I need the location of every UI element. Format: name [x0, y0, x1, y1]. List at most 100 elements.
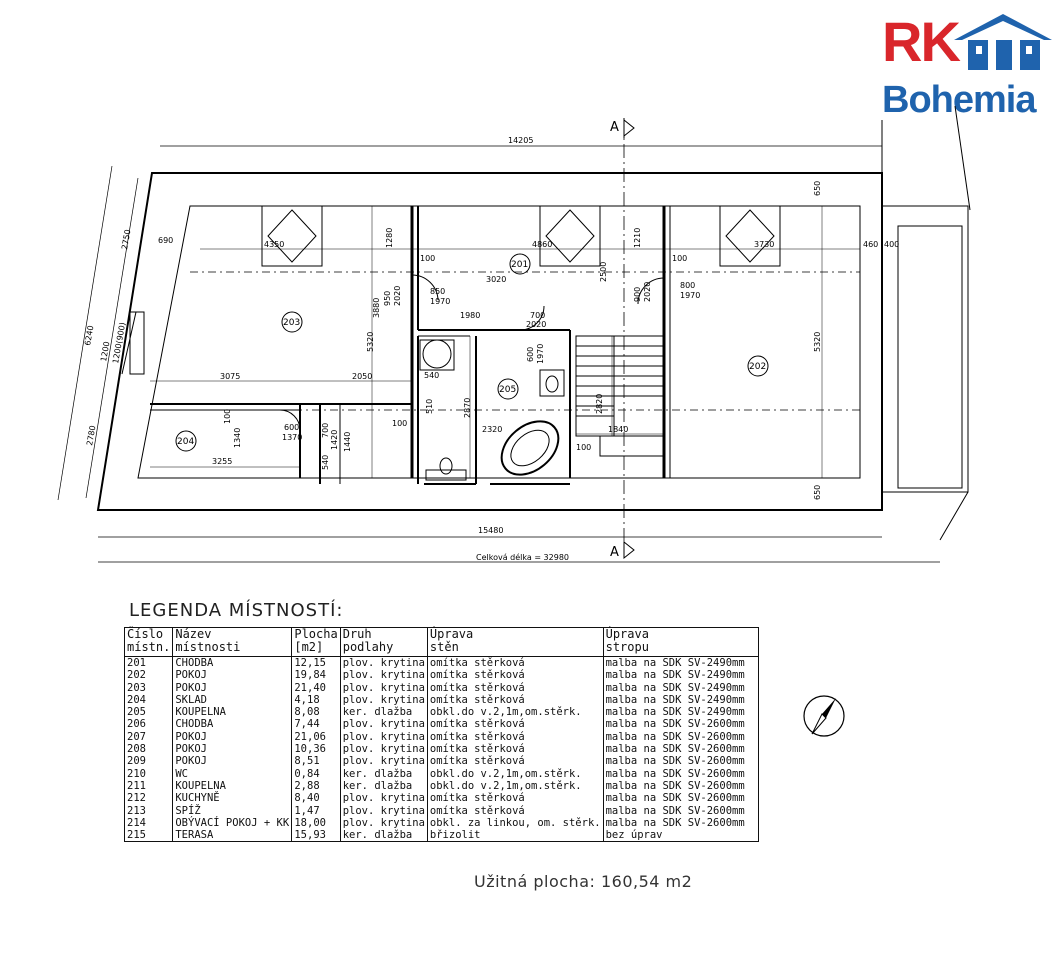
svg-text:4860: 4860: [532, 240, 552, 249]
legend-cell: 8,51: [291, 755, 341, 768]
svg-text:2020: 2020: [393, 286, 402, 306]
svg-text:5320: 5320: [366, 332, 375, 352]
svg-text:650: 650: [813, 181, 822, 196]
legend-cell: plov. krytina: [339, 669, 428, 682]
legend-cell: 2,88: [291, 779, 341, 793]
svg-text:3075: 3075: [220, 372, 240, 381]
svg-text:1970: 1970: [536, 344, 545, 364]
svg-text:100: 100: [392, 419, 407, 428]
skylight-203: [261, 205, 323, 267]
legend-cell: 205: [123, 706, 174, 719]
room-label-201: 201: [509, 253, 531, 275]
legend-cell: malba na SDK SV-2600mm: [602, 755, 759, 768]
svg-text:3880: 3880: [372, 298, 381, 318]
svg-text:3730: 3730: [754, 240, 774, 249]
legend-cell: malba na SDK SV-2600mm: [602, 743, 759, 756]
svg-text:100: 100: [576, 443, 591, 452]
svg-text:204: 204: [177, 437, 194, 447]
svg-text:1440: 1440: [343, 432, 352, 452]
skylight-202: [719, 205, 781, 267]
legend-cell: 8,08: [291, 706, 341, 719]
svg-text:5320: 5320: [813, 332, 822, 352]
svg-text:850: 850: [430, 287, 445, 296]
legend-cell: ker. dlažba: [339, 829, 428, 843]
legend-cell: plov. krytina: [339, 681, 428, 694]
legend-cell: plov. krytina: [339, 656, 428, 670]
svg-text:510: 510: [425, 399, 434, 414]
svg-text:1980: 1980: [460, 311, 480, 320]
house-logo-icon: [954, 14, 1052, 70]
svg-text:205: 205: [499, 385, 516, 395]
svg-text:540: 540: [424, 371, 439, 380]
svg-text:6240: 6240: [83, 325, 95, 347]
logo-bohemia-text: Bohemia: [882, 79, 1036, 121]
floor-plan: A A 14205 15480 Celková délka = 32980 43…: [57, 105, 971, 563]
legend-cell: 7,44: [291, 718, 341, 731]
svg-text:460: 460: [863, 240, 878, 249]
svg-text:1210: 1210: [633, 228, 642, 248]
legend-cell: obkl. za linkou, om. stěrk.: [426, 816, 604, 830]
legend-cell: 12,15: [291, 656, 341, 670]
svg-text:2870: 2870: [463, 398, 472, 418]
room-label-204: 204: [175, 430, 197, 452]
svg-text:690: 690: [158, 236, 173, 245]
legend-cell: malba na SDK SV-2600mm: [602, 792, 759, 805]
washbasin: [422, 339, 452, 369]
legend-cell: ker. dlažba: [339, 779, 428, 793]
room-label-205: 205: [497, 378, 519, 400]
legend-cell: malba na SDK SV-2490mm: [602, 669, 759, 682]
section-marker-bottom: A: [610, 541, 635, 560]
legend-cell: bez úprav: [602, 829, 759, 843]
svg-text:1280: 1280: [385, 228, 394, 248]
svg-text:2820: 2820: [595, 394, 604, 414]
svg-text:2320: 2320: [482, 425, 502, 434]
svg-text:800: 800: [680, 281, 695, 290]
legend-cell: 211: [123, 779, 174, 793]
legend-cell: POKOJ: [172, 743, 293, 756]
legend-cell: 4,18: [291, 693, 341, 707]
svg-text:700: 700: [530, 311, 545, 320]
svg-text:1970: 1970: [430, 297, 450, 306]
legend-cell: plov. krytina: [339, 743, 428, 756]
legend-cell: malba na SDK SV-2600mm: [602, 804, 759, 817]
room-label-203: 203: [281, 311, 303, 333]
dim-bottom-width: 15480: [478, 526, 503, 535]
svg-text:100: 100: [420, 254, 435, 263]
inner-outline: [137, 205, 861, 479]
legend-cell: TERASA: [172, 829, 293, 843]
useful-area: Užitná plocha: 160,54 m2: [474, 872, 693, 891]
legend-cell: plov. krytina: [339, 718, 428, 731]
legend-cell: 213: [123, 804, 174, 817]
legend-cell: malba na SDK SV-2490mm: [602, 681, 759, 694]
legend-cell: obkl.do v.2,1m,om.stěrk.: [426, 706, 604, 719]
legend-cell: KOUPELNA: [172, 779, 293, 793]
svg-text:2750: 2750: [120, 229, 132, 251]
legend-cell: POKOJ: [172, 755, 293, 768]
svg-text:2500: 2500: [599, 262, 608, 282]
outer-wall: [96, 172, 883, 511]
legend-cell: malba na SDK SV-2600mm: [602, 816, 759, 830]
svg-text:3020: 3020: [486, 275, 506, 284]
legend-cell: malba na SDK SV-2600mm: [602, 718, 759, 731]
legend-cell: ker. dlažba: [339, 706, 428, 719]
legend-cell: POKOJ: [172, 669, 293, 682]
legend-cell: 19,84: [291, 669, 341, 682]
svg-text:950: 950: [383, 291, 392, 306]
compass-north-arrow-icon: [803, 695, 845, 737]
legend-cell: malba na SDK SV-2600mm: [602, 767, 759, 780]
legend-cell: břizolit: [426, 829, 604, 843]
legend-cell: omítka stěrková: [426, 792, 604, 805]
legend-cell: omítka stěrková: [426, 743, 604, 756]
col-header-area: Plocha[m2]: [291, 627, 341, 657]
